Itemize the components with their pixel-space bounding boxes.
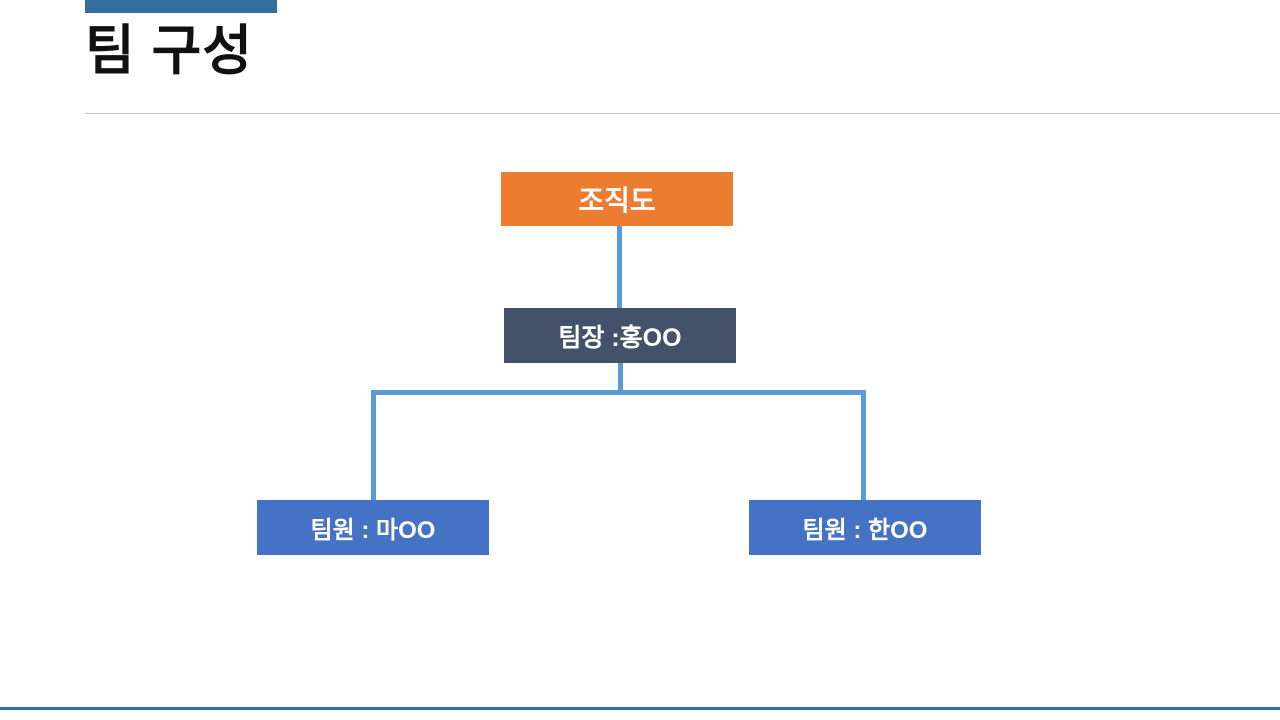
org-node-root[interactable]: 조직도: [501, 172, 733, 226]
connector-bus-to-member-right: [861, 390, 866, 500]
title-accent-bar: [85, 0, 277, 13]
connector-leader-to-bus: [618, 363, 623, 394]
org-node-team-member-right[interactable]: 팀원 : 한OO: [749, 500, 981, 555]
footer-line: [0, 707, 1280, 710]
page-title: 팀 구성: [85, 21, 254, 81]
connector-bus-to-member-left: [371, 390, 376, 500]
connector-horizontal-bus: [371, 390, 866, 395]
org-node-team-leader[interactable]: 팀장 :홍OO: [504, 308, 736, 363]
org-node-team-member-left[interactable]: 팀원 : 마OO: [257, 500, 489, 555]
title-divider: [85, 113, 1280, 114]
connector-root-to-leader: [617, 226, 622, 308]
